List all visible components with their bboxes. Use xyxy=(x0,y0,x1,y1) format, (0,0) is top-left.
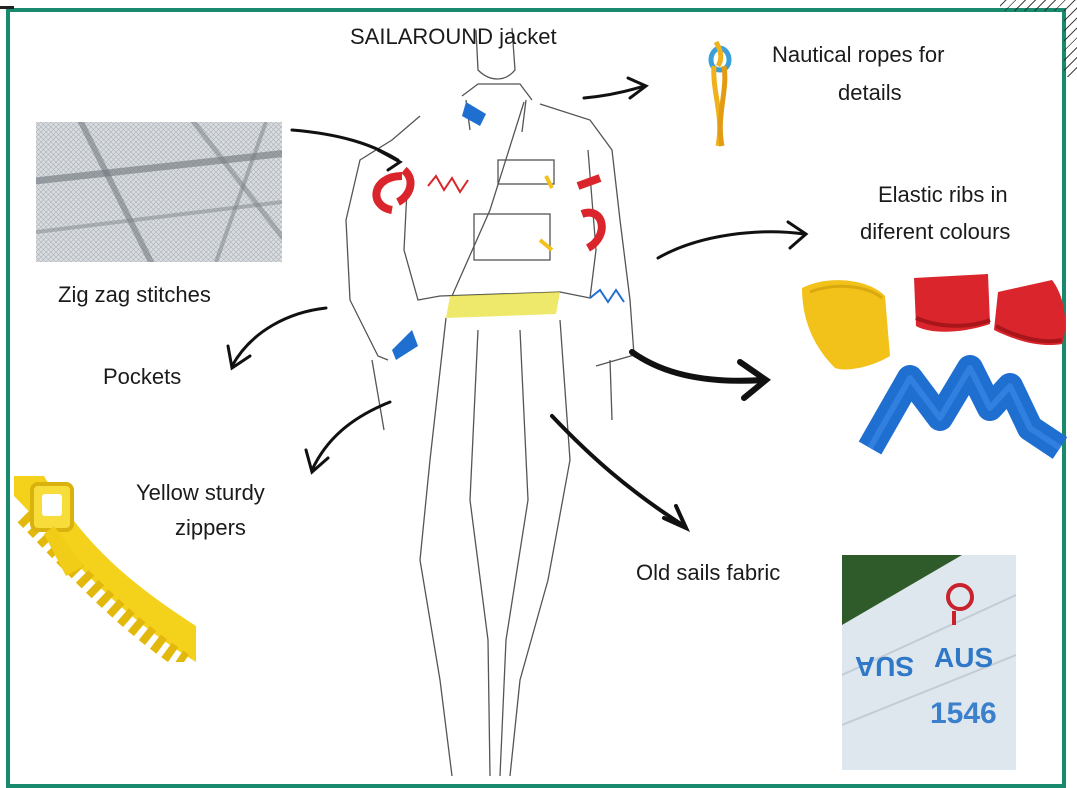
zipper-label-line2: zippers xyxy=(175,513,246,543)
pockets-label: Pockets xyxy=(103,362,181,392)
ropes-label-line2: details xyxy=(838,78,902,108)
jacket-title: SAILAROUND jacket xyxy=(350,22,557,52)
ribs-label-line1: Elastic ribs in xyxy=(878,180,1008,210)
ribs-label-line2: diferent colours xyxy=(860,217,1010,247)
ropes-label-line1: Nautical ropes for xyxy=(772,40,944,70)
zipper-label-line1: Yellow sturdy xyxy=(136,478,265,508)
sails-label: Old sails fabric xyxy=(636,558,780,588)
zigzag-label: Zig zag stitches xyxy=(58,280,211,310)
